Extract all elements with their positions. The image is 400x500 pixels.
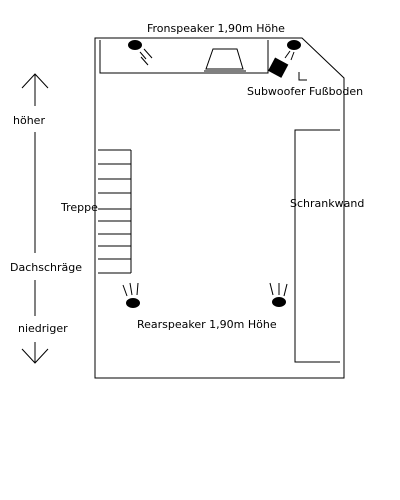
room-outline — [94, 37, 345, 379]
sloped-roof-label: Dachschräge — [10, 261, 82, 274]
stairs-icon — [98, 149, 132, 274]
stairs-label: Treppe — [60, 201, 98, 214]
front-right-speaker-icon — [284, 40, 301, 61]
lower-label: niedriger — [18, 322, 68, 335]
front-left-speaker-icon — [128, 40, 153, 66]
tv-icon — [204, 48, 246, 72]
subwoofer-label: Subwoofer Fußboden — [247, 85, 363, 98]
front-speakers-label: Fronspeaker 1,90m Höhe — [147, 22, 285, 35]
tv-board — [99, 40, 269, 74]
wardrobe-label: Schrankwand — [290, 197, 364, 210]
higher-label: höher — [13, 114, 45, 127]
subwoofer-icon — [268, 57, 307, 81]
wardrobe-outline — [294, 129, 340, 363]
double-arrow-icon — [21, 73, 49, 364]
rear-right-speaker-icon — [269, 282, 288, 307]
rear-left-speaker-icon — [122, 282, 140, 308]
rear-speakers-label: Rearspeaker 1,90m Höhe — [137, 318, 277, 331]
